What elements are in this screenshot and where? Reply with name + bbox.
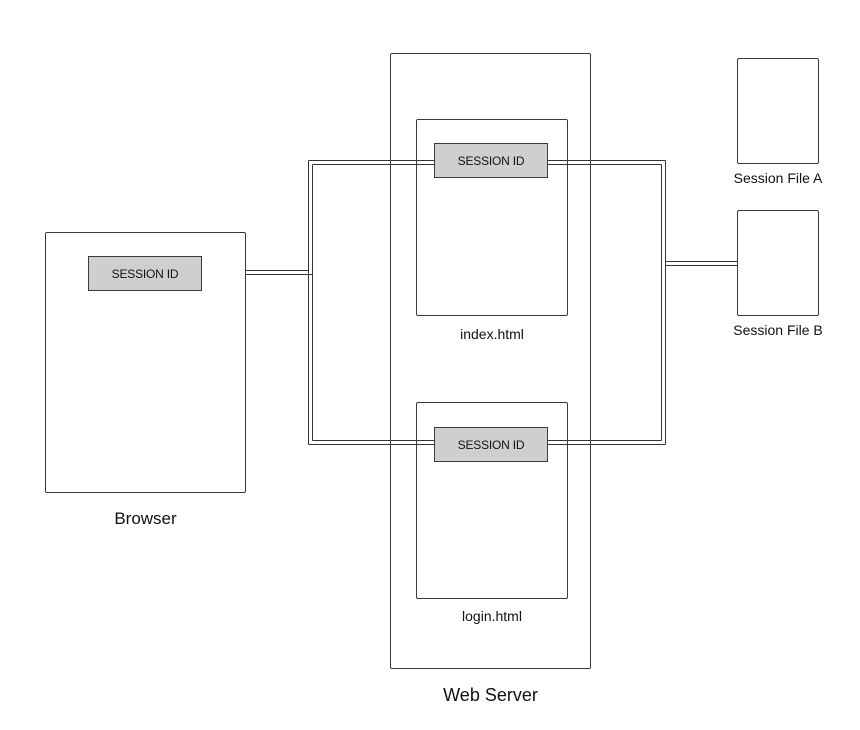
session-file-a-label: Session File A: [733, 170, 823, 186]
index-page-box: [416, 119, 568, 316]
session-file-connector: [665, 261, 738, 266]
login-page-box: [416, 402, 568, 599]
session-file-b: [737, 210, 819, 316]
right-bus: [661, 160, 666, 445]
browser-label: Browser: [114, 509, 177, 528]
index-connector-left: [308, 160, 434, 165]
browser-session-id: SESSION ID: [88, 256, 202, 291]
login-connector-left: [308, 440, 434, 445]
web-server-box: [390, 53, 591, 669]
session-file-a: [737, 58, 819, 164]
session-file-b-label: Session File B: [733, 322, 823, 338]
index-page-label: index.html: [460, 326, 524, 342]
index-session-id: SESSION ID: [434, 143, 548, 178]
login-session-id: SESSION ID: [434, 427, 548, 462]
login-page-label: login.html: [462, 608, 522, 624]
left-bus: [308, 160, 313, 445]
web-server-label: Web Server: [443, 685, 538, 705]
